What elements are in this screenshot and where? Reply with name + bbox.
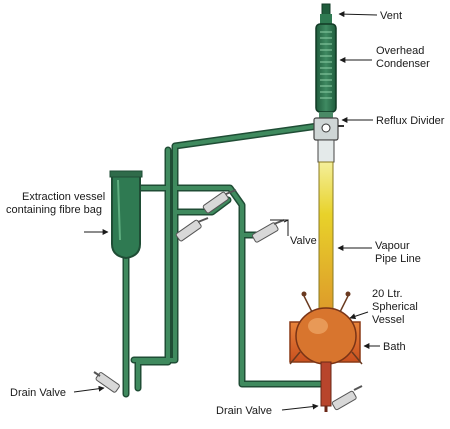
valve-right[interactable] bbox=[251, 219, 285, 243]
label-reflux-divider: Reflux Divider bbox=[341, 115, 445, 127]
drain-valve-bottom-fitting[interactable] bbox=[331, 385, 363, 411]
svg-text:Vessel: Vessel bbox=[372, 314, 404, 326]
svg-text:Extraction vessel: Extraction vessel bbox=[22, 191, 105, 203]
valve-center[interactable] bbox=[175, 217, 209, 242]
label-overhead-condenser: Overhead Condenser bbox=[339, 45, 430, 70]
svg-text:20 Ltr.: 20 Ltr. bbox=[372, 288, 403, 300]
drain-valve-left-fitting[interactable] bbox=[93, 371, 120, 393]
svg-text:Pipe Line: Pipe Line bbox=[375, 253, 421, 265]
overhead-condenser bbox=[315, 3, 337, 120]
vapour-pipe-line bbox=[318, 161, 334, 313]
label-valve: Valve bbox=[270, 219, 317, 247]
label-bath: Bath bbox=[363, 341, 406, 353]
valve-upper[interactable] bbox=[202, 189, 237, 214]
pipe-network bbox=[122, 122, 324, 398]
svg-text:containing fibre bag: containing fibre bag bbox=[6, 204, 102, 216]
label-spherical-vessel: 20 Ltr. Spherical Vessel bbox=[349, 288, 418, 326]
label-drain-valve-left: Drain Valve bbox=[10, 385, 105, 399]
label-vapour-pipe-line: Vapour Pipe Line bbox=[337, 240, 421, 265]
label-vent: Vent bbox=[338, 10, 402, 22]
extraction-vessel bbox=[109, 170, 143, 260]
vessel-drain-pipe bbox=[320, 361, 332, 412]
svg-text:Valve: Valve bbox=[290, 235, 317, 247]
svg-text:Overhead: Overhead bbox=[376, 45, 424, 57]
svg-text:Drain Valve: Drain Valve bbox=[216, 405, 272, 417]
reflux-divider[interactable] bbox=[313, 117, 344, 163]
svg-text:Spherical: Spherical bbox=[372, 301, 418, 313]
spherical-vessel bbox=[289, 291, 363, 365]
svg-text:Reflux Divider: Reflux Divider bbox=[376, 115, 445, 127]
label-extraction-vessel: Extraction vessel containing fibre bag bbox=[6, 191, 109, 235]
svg-text:Condenser: Condenser bbox=[376, 58, 430, 70]
svg-text:Bath: Bath bbox=[383, 341, 406, 353]
label-drain-valve-bottom: Drain Valve bbox=[216, 403, 319, 417]
svg-text:Vent: Vent bbox=[380, 10, 402, 22]
svg-text:Drain Valve: Drain Valve bbox=[10, 387, 66, 399]
svg-text:Vapour: Vapour bbox=[375, 240, 410, 252]
